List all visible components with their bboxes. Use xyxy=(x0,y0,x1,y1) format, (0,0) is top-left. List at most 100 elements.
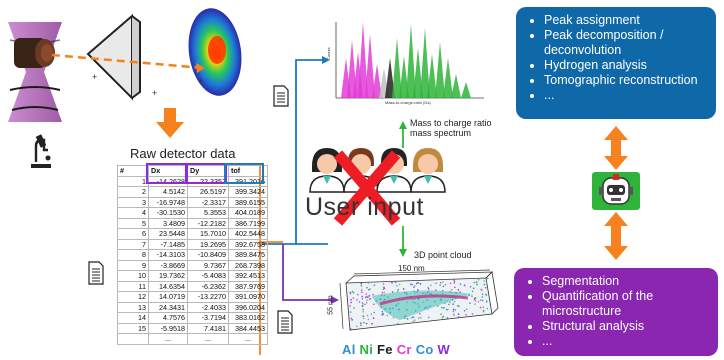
table-cell: 24.3431 xyxy=(148,301,188,313)
cloud-point xyxy=(373,303,375,306)
cloud-point xyxy=(349,305,351,307)
local-electrode xyxy=(86,13,141,101)
cloud-point xyxy=(373,311,376,314)
cloud-point xyxy=(360,322,362,325)
cloud-point xyxy=(361,298,364,300)
cloud-point xyxy=(457,313,460,315)
cloud-point xyxy=(418,317,420,319)
cloud-point xyxy=(352,297,355,299)
cloud-point xyxy=(481,299,484,302)
table-cell: 14 xyxy=(117,312,149,324)
table-cell: -16.9748 xyxy=(148,196,188,208)
table-cell: 4.7576 xyxy=(148,312,188,324)
table-cell: 10 xyxy=(117,270,149,282)
cloud-point xyxy=(427,286,430,289)
table-cell: 13 xyxy=(117,301,149,313)
cloud-point xyxy=(351,319,353,321)
cloud-point xyxy=(353,307,355,309)
cloud-point xyxy=(365,301,368,304)
table-cell: 386.7199 xyxy=(228,217,268,229)
table-cell: 7.4181 xyxy=(187,322,229,334)
cloud-point xyxy=(351,290,354,293)
spectrum-peak xyxy=(392,38,402,98)
cloud-point xyxy=(439,284,441,287)
table-cell: 9 xyxy=(117,259,149,271)
cloud-point xyxy=(458,305,460,308)
cloud-point xyxy=(350,317,353,320)
cloud-point xyxy=(372,293,374,296)
point-cloud-caption: 3D point cloud xyxy=(414,250,472,260)
cloud-point xyxy=(435,289,437,291)
list-item: Tomographic reconstruction xyxy=(544,73,706,88)
list-item: Peak decomposition / deconvolution xyxy=(544,28,706,58)
spectrum-ylabel: Counts xyxy=(326,47,331,60)
cloud-point xyxy=(367,282,370,284)
cloud-point xyxy=(371,323,373,325)
cloud-point xyxy=(372,281,374,284)
list-item: Hydrogen analysis xyxy=(544,58,706,73)
table-cell: 15 xyxy=(117,322,149,334)
cloud-point xyxy=(358,301,361,303)
cloud-point xyxy=(362,304,364,307)
svg-text:+: + xyxy=(152,88,157,98)
table-cell: 391.2016 xyxy=(228,175,268,187)
spectrum-peak xyxy=(435,42,445,98)
spectrum-peak xyxy=(420,28,430,98)
spectrum-peak xyxy=(365,34,375,98)
document-icon xyxy=(88,261,104,285)
cloud-point xyxy=(452,303,454,305)
point-cloud-render xyxy=(339,269,499,331)
table-cell: -30.1530 xyxy=(148,207,188,219)
cloud-point xyxy=(442,285,445,288)
cloud-point xyxy=(418,312,421,315)
table-cell: 384.4453 xyxy=(228,322,268,334)
cloud-point xyxy=(362,315,365,317)
document-icon xyxy=(277,310,293,334)
cloud-point xyxy=(414,319,416,321)
cloud-point xyxy=(481,296,484,298)
table-cell: 4.5142 xyxy=(148,186,188,198)
cloud-point xyxy=(454,309,457,311)
table-cell: -3.8669 xyxy=(148,259,188,271)
cloud-point xyxy=(448,303,450,306)
cloud-point xyxy=(452,310,455,313)
table-cell: 392.6758 xyxy=(228,238,268,250)
table-row: ......... xyxy=(117,333,268,345)
cloud-point xyxy=(465,314,467,316)
table-cell: 5.3553 xyxy=(187,207,229,219)
cloud-point xyxy=(465,308,468,311)
table-cell: 23.5448 xyxy=(148,228,188,240)
cloud-point xyxy=(440,313,442,316)
table-cell: 7 xyxy=(117,238,149,250)
cloud-point xyxy=(397,322,399,325)
table-cell: 2 xyxy=(117,186,149,198)
table-cell: ... xyxy=(228,333,268,345)
document-icon xyxy=(273,85,289,107)
table-cell: 15.7010 xyxy=(187,228,229,240)
element-symbol: W xyxy=(437,342,451,357)
svg-text:+: + xyxy=(92,72,97,82)
cloud-point xyxy=(349,328,352,330)
cloud-point xyxy=(452,308,455,311)
field-ion-cone xyxy=(8,22,62,122)
cloud-point xyxy=(372,317,375,319)
cloud-point xyxy=(402,288,405,290)
cloud-point xyxy=(396,290,399,293)
table-cell: ... xyxy=(148,333,188,345)
table-cell: -13.2270 xyxy=(187,291,229,303)
spectrum-peak xyxy=(443,58,453,98)
spectrum-peak xyxy=(427,54,437,98)
table-cell: 389.6155 xyxy=(228,196,268,208)
cloud-point xyxy=(366,286,368,289)
cloud-point xyxy=(350,299,352,301)
table-cell: -14.3103 xyxy=(148,249,188,261)
list-item: ... xyxy=(544,88,706,103)
cloud-point xyxy=(472,287,475,290)
